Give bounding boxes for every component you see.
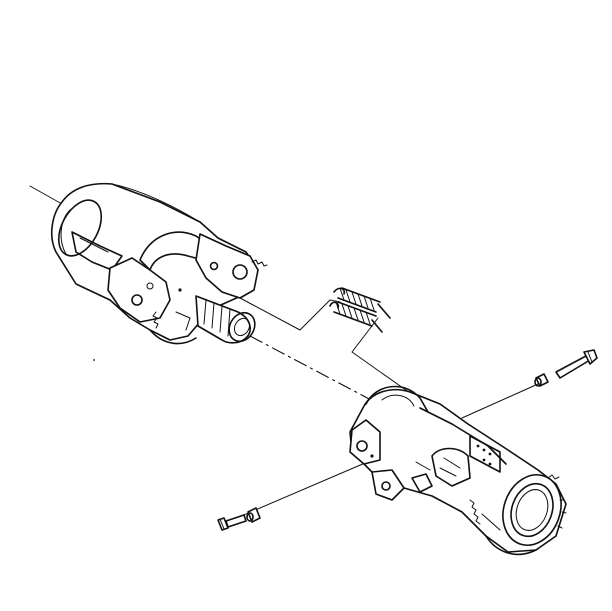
- pivot-bushing-left: [246, 507, 261, 523]
- pivot-bushing-right: [534, 373, 549, 387]
- pivot-pin-right: [555, 349, 598, 379]
- pivot-pin-left: [217, 514, 247, 531]
- housing-shaft: [195, 295, 256, 344]
- scan-speck: [93, 359, 95, 361]
- lower-tilt-housing: [349, 385, 567, 556]
- spring-upper: [333, 287, 391, 319]
- housing-front-ring: [502, 474, 567, 546]
- spring-lower: [329, 301, 383, 333]
- upper-column-housing: [50, 182, 268, 345]
- tilt-springs: [329, 287, 391, 333]
